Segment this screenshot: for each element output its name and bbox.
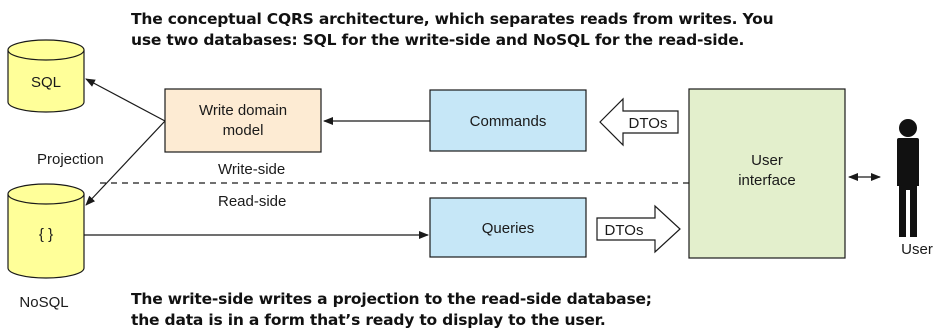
queries-label: Queries: [482, 220, 535, 237]
caption-top-line-2: use two databases: SQL for the write-sid…: [131, 31, 745, 49]
caption-top-line-1: The conceptual CQRS architecture, which …: [131, 10, 774, 28]
dtos-arrow-top: DTOs: [599, 97, 679, 147]
write-model-line-1: Write domain: [199, 102, 287, 119]
nosql-database: { }: [7, 183, 85, 279]
sql-database: SQL: [7, 39, 85, 113]
write-domain-model: Write domain model: [164, 88, 322, 153]
ui-label-line-2: interface: [738, 172, 796, 189]
nosql-braces: { }: [39, 226, 53, 243]
ui-label-line-1: User: [751, 152, 783, 169]
queries-box: Queries: [429, 197, 587, 258]
caption-bottom: The write-side writes a projection to th…: [131, 289, 652, 331]
model-to-sql-arrow: [85, 78, 166, 122]
nosql-label: NoSQL: [19, 294, 68, 311]
projection-label: Projection: [37, 151, 104, 168]
dtos-arrow-bottom: DTOs: [596, 204, 681, 254]
caption-bottom-line-2: the data is in a form that’s ready to di…: [131, 311, 606, 329]
sql-label: SQL: [31, 74, 61, 91]
read-side-label: Read-side: [218, 193, 286, 210]
projection-arrow: [85, 120, 166, 206]
user-icon: [897, 119, 919, 237]
commands-box: Commands: [429, 89, 587, 152]
dtos-top-label: DTOs: [629, 115, 668, 132]
user-interface-box: User interface: [688, 88, 846, 259]
caption-top: The conceptual CQRS architecture, which …: [131, 9, 774, 51]
write-model-line-2: model: [223, 122, 264, 139]
dtos-bottom-label: DTOs: [605, 222, 644, 239]
user-label: User: [901, 241, 933, 258]
caption-bottom-line-1: The write-side writes a projection to th…: [131, 290, 652, 308]
write-side-label: Write-side: [218, 161, 285, 178]
commands-label: Commands: [470, 113, 547, 130]
